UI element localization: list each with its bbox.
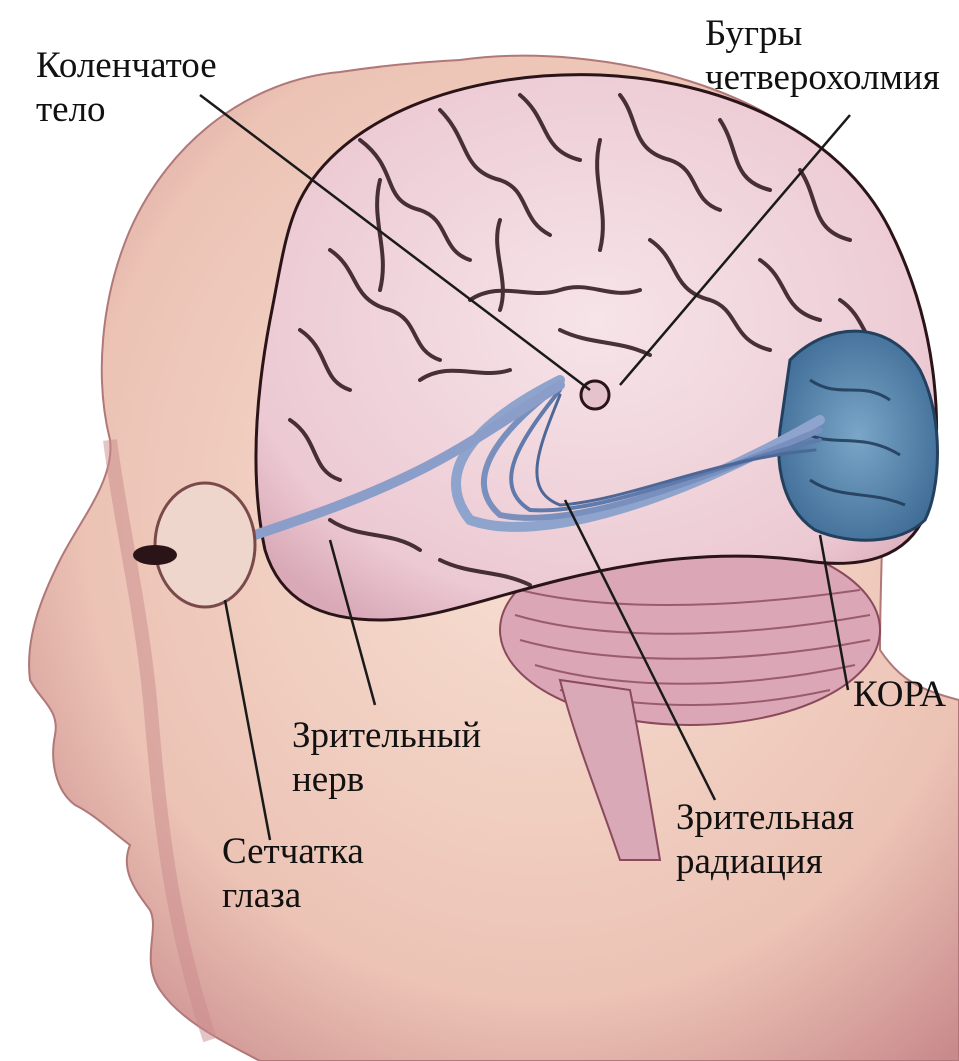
label-geniculate-body-line2: тело (36, 88, 217, 132)
label-quadrigeminal-colliculi: Бугры четверохолмия (705, 12, 940, 100)
label-optic-radiation: Зрительная радиация (676, 796, 854, 884)
label-retina-line1: Сетчатка (222, 830, 364, 874)
label-optic-radiation-line1: Зрительная (676, 796, 854, 840)
eyelid (133, 545, 177, 565)
label-optic-nerve: Зрительный нерв (292, 714, 481, 802)
label-optic-nerve-line2: нерв (292, 758, 481, 802)
label-colliculi-line2: четверохолмия (705, 56, 940, 100)
label-geniculate-body: Коленчатое тело (36, 44, 217, 132)
label-cortex-line1: КОРА (853, 673, 946, 717)
label-retina: Сетчатка глаза (222, 830, 364, 918)
label-geniculate-body-line1: Коленчатое (36, 44, 217, 88)
label-retina-line2: глаза (222, 874, 364, 918)
label-optic-radiation-line2: радиация (676, 840, 854, 884)
label-optic-nerve-line1: Зрительный (292, 714, 481, 758)
eyeball (155, 483, 255, 607)
label-cortex: КОРА (853, 673, 946, 717)
label-colliculi-line1: Бугры (705, 12, 940, 56)
